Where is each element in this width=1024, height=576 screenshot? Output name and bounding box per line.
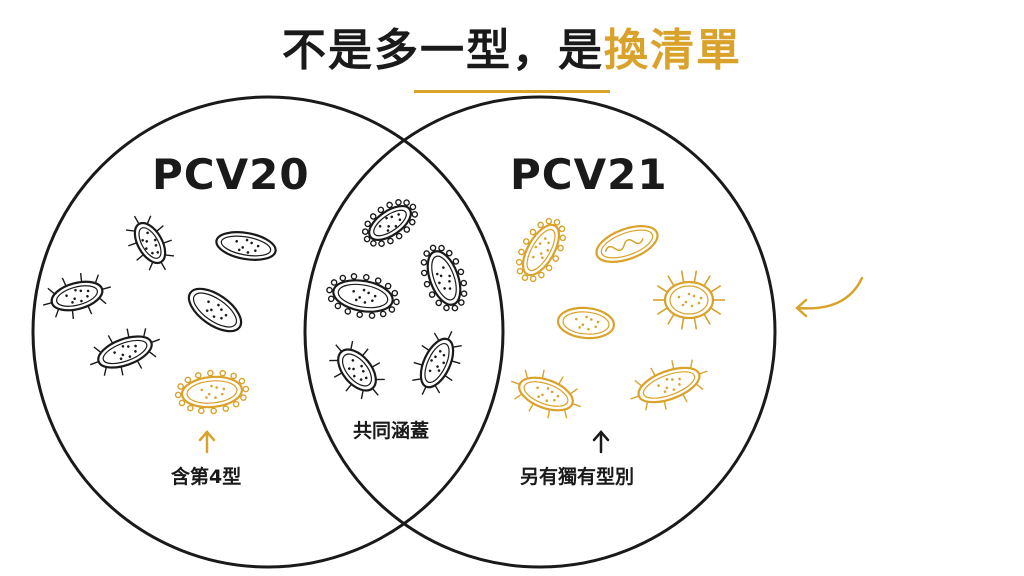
bacterium-icon (510, 369, 582, 419)
pcv21-caption: 另有獨有型別 (520, 466, 635, 488)
up-arrow-icon (198, 430, 216, 454)
bacterium-icon (420, 244, 468, 312)
pcv20-label: PCV20 (152, 150, 310, 199)
title-main: 不是多一型，是 (282, 25, 604, 76)
bacterium-icon (556, 306, 616, 340)
bacterium-icon (125, 215, 175, 271)
curved-arrow-icon (795, 276, 864, 318)
bacterium-icon (89, 328, 161, 376)
bacterium-icon (326, 273, 400, 319)
bacterium-icon (515, 217, 567, 283)
bacterium-icon (187, 287, 243, 333)
bacterium-icon (412, 330, 462, 396)
bacterium-icon (630, 359, 708, 411)
bacterium-icon (43, 272, 111, 320)
pcv21-label: PCV21 (510, 150, 668, 199)
bacterium-icon (361, 199, 419, 247)
title-highlight: 換清單 (604, 25, 742, 76)
bacterium-icon (174, 369, 250, 415)
pcv20-caption: 含第4型 (171, 466, 242, 488)
overlap-caption: 共同涵蓋 (353, 420, 430, 442)
bacterium-icon (653, 270, 725, 330)
bacteria-group (43, 199, 725, 419)
bacterium-icon (329, 340, 385, 400)
up-arrow-icon (592, 430, 610, 454)
bacterium-icon (215, 231, 277, 261)
bacterium-icon (595, 225, 659, 263)
pcv20-circle (31, 95, 505, 569)
page-title: 不是多一型，是換清單 (0, 14, 1024, 78)
pcv21-circle (303, 95, 777, 569)
title-underline (414, 90, 610, 93)
